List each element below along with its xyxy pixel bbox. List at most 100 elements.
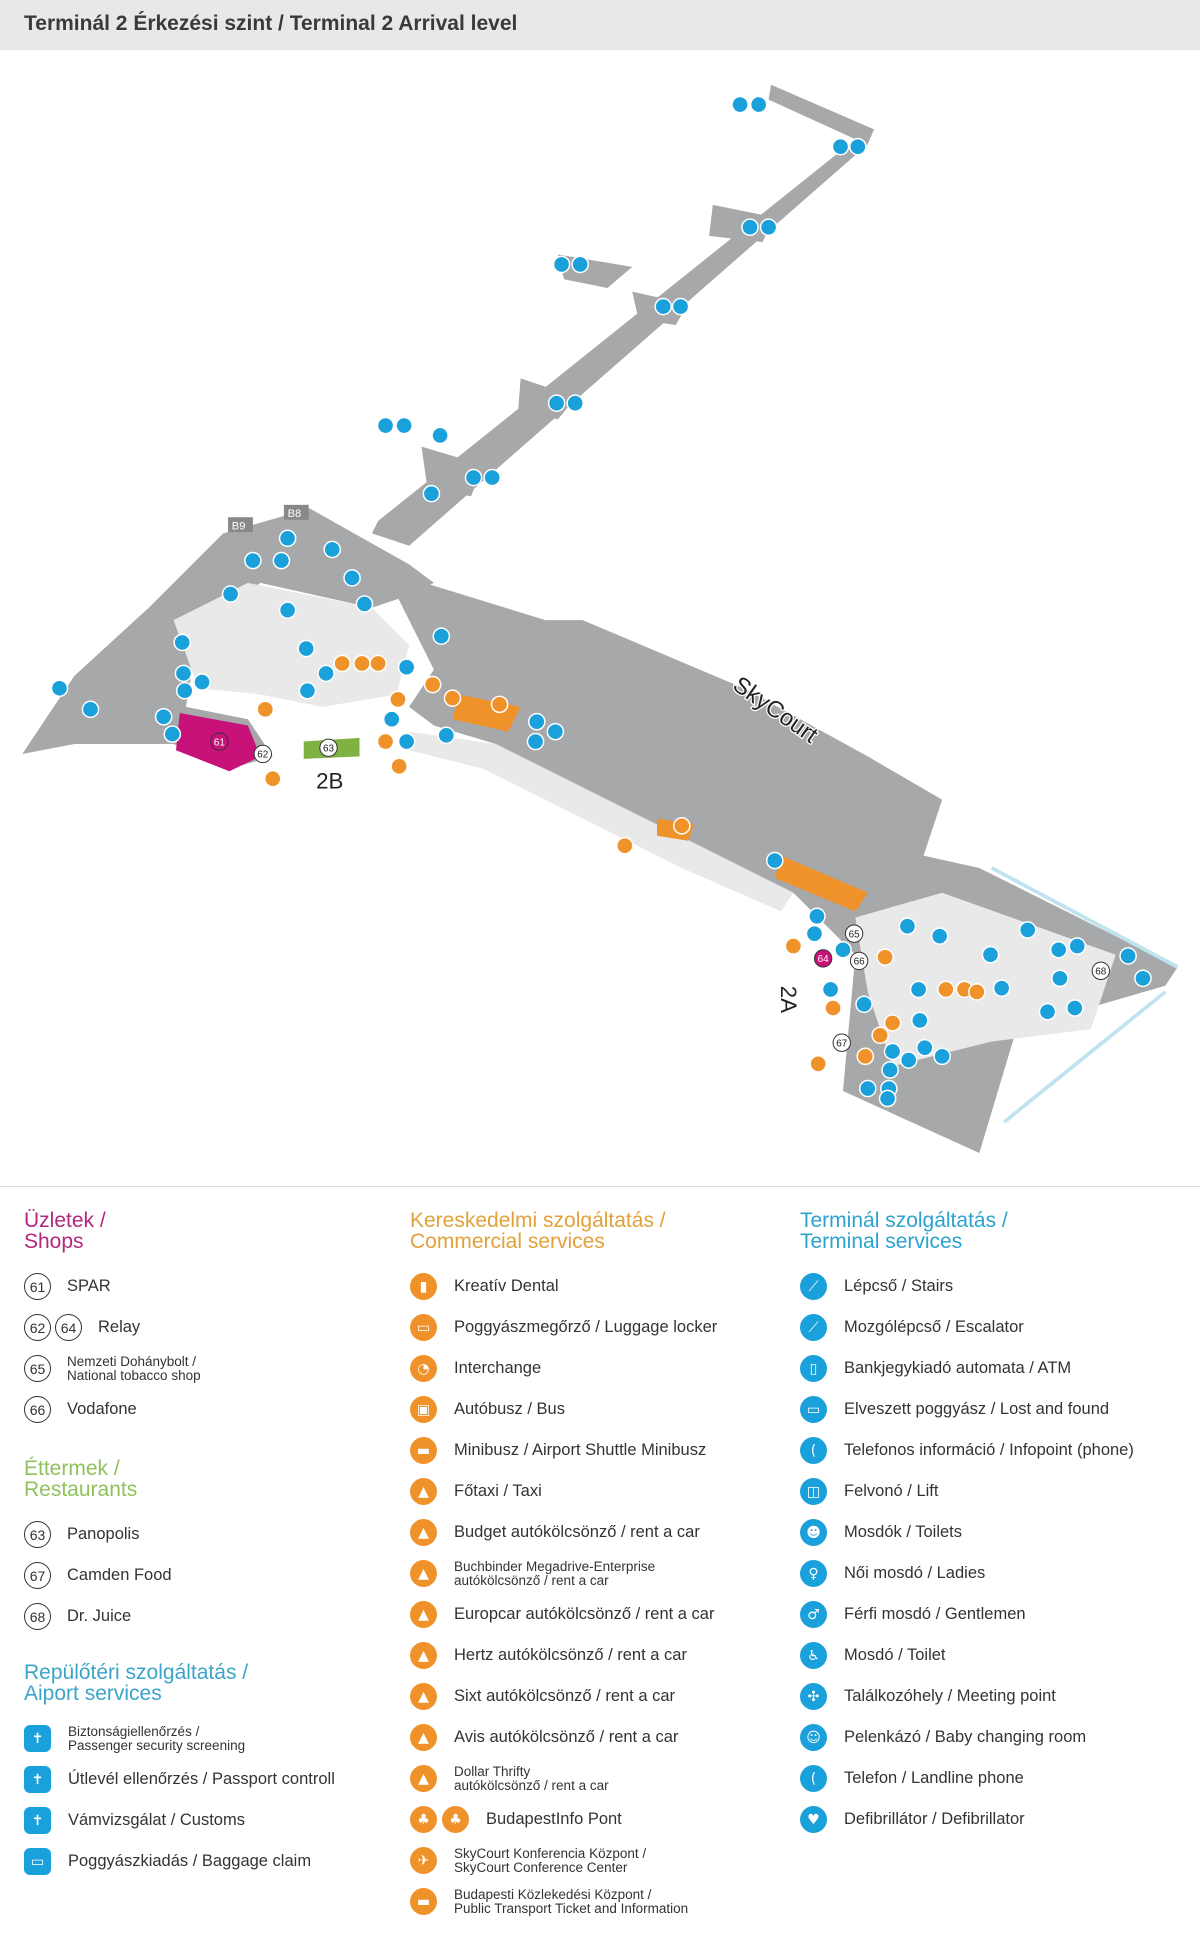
terminal-service-icon[interactable] [552, 255, 571, 274]
commercial-service-icon[interactable] [937, 980, 955, 999]
shop-marker-67[interactable]: 67 [832, 1033, 851, 1052]
terminal-service-icon[interactable] [437, 726, 456, 745]
terminal-service-icon[interactable] [671, 297, 690, 316]
terminal-service-icon[interactable] [808, 907, 826, 926]
commercial-service-icon[interactable] [883, 1014, 902, 1032]
terminal-service-icon[interactable] [1068, 937, 1087, 955]
terminal-service-icon[interactable] [1049, 940, 1068, 959]
commercial-service-icon[interactable] [856, 1047, 875, 1066]
commercial-service-icon[interactable] [673, 817, 691, 835]
terminal-service-icon[interactable] [432, 627, 451, 646]
terminal-service-icon[interactable] [527, 712, 546, 731]
terminal-service-icon[interactable] [849, 137, 867, 156]
shop-marker-64[interactable]: 64 [813, 949, 833, 968]
terminal-service-icon[interactable] [526, 732, 545, 751]
terminal-service-icon[interactable] [933, 1047, 951, 1066]
terminal-service-icon[interactable] [765, 851, 784, 870]
terminal-service-icon[interactable] [858, 1079, 877, 1098]
terminal-service-icon[interactable] [297, 639, 316, 658]
terminal-service-icon[interactable] [915, 1038, 934, 1057]
terminal-service-icon[interactable] [376, 416, 395, 435]
terminal-service-icon[interactable] [930, 927, 949, 945]
terminal-service-icon[interactable] [759, 218, 778, 237]
terminal-service-icon[interactable] [175, 681, 194, 700]
terminal-service-icon[interactable] [317, 664, 335, 683]
commercial-service-icon[interactable] [389, 690, 407, 709]
terminal-service-icon[interactable] [464, 468, 483, 487]
terminal-service-icon[interactable] [278, 601, 297, 619]
commercial-service-icon[interactable] [615, 836, 634, 855]
terminal-service-icon[interactable] [831, 137, 850, 156]
terminal-service-icon[interactable] [741, 218, 759, 237]
terminal-service-icon[interactable] [821, 980, 840, 999]
commercial-service-icon[interactable] [443, 689, 462, 707]
terminal-service-icon[interactable] [397, 732, 416, 751]
commercial-service-icon[interactable] [376, 732, 395, 751]
terminal-service-icon[interactable] [883, 1042, 902, 1061]
terminal-service-icon[interactable] [272, 551, 291, 570]
terminal-service-icon[interactable] [483, 468, 501, 487]
terminal-service-icon[interactable] [1134, 969, 1152, 988]
commercial-service-icon[interactable] [353, 654, 371, 673]
terminal-service-icon[interactable] [899, 1051, 918, 1069]
terminal-service-icon[interactable] [1051, 969, 1069, 988]
terminal-service-icon[interactable] [395, 416, 413, 435]
terminal-service-icon[interactable] [397, 658, 416, 676]
terminal-service-icon[interactable] [343, 569, 361, 587]
shop-marker-62[interactable]: 62 [253, 744, 272, 764]
terminal-service-icon[interactable] [422, 484, 441, 503]
terminal-service-icon[interactable] [163, 725, 182, 743]
terminal-service-icon[interactable] [834, 940, 852, 959]
terminal-service-icon[interactable] [654, 297, 673, 316]
terminal-service-icon[interactable] [1119, 947, 1137, 965]
commercial-service-icon[interactable] [333, 654, 351, 673]
terminal-service-icon[interactable] [878, 1089, 897, 1108]
shop-marker-68[interactable]: 68 [1091, 961, 1110, 981]
terminal-service-icon[interactable] [749, 95, 768, 114]
commercial-service-icon[interactable] [968, 983, 986, 1001]
terminal-service-icon[interactable] [981, 945, 1000, 964]
commercial-service-icon[interactable] [490, 695, 509, 714]
terminal-service-icon[interactable] [174, 664, 193, 683]
shop-marker-63[interactable]: 63 [319, 738, 338, 757]
terminal-service-icon[interactable] [1065, 999, 1084, 1017]
commercial-service-icon[interactable] [824, 999, 842, 1017]
terminal-service-icon[interactable] [911, 1011, 929, 1030]
terminal-service-icon[interactable] [805, 924, 824, 943]
terminal-service-icon[interactable] [298, 681, 317, 700]
terminal-service-icon[interactable] [173, 633, 192, 652]
terminal-service-icon[interactable] [81, 700, 100, 719]
commercial-service-icon[interactable] [876, 948, 894, 966]
terminal-service-icon[interactable] [909, 980, 928, 999]
commercial-service-icon[interactable] [423, 675, 442, 694]
commercial-service-icon[interactable] [256, 700, 275, 719]
terminal-service-icon[interactable] [278, 529, 297, 548]
terminal-service-icon[interactable] [221, 585, 240, 603]
terminal-service-icon[interactable] [881, 1061, 899, 1079]
shop-marker-61[interactable]: 61 [210, 732, 229, 751]
commercial-service-icon[interactable] [369, 654, 387, 673]
terminal-service-icon[interactable] [244, 551, 262, 570]
terminal-service-icon[interactable] [731, 95, 749, 114]
terminal-service-icon[interactable] [571, 255, 589, 274]
terminal-service-icon[interactable] [898, 917, 917, 936]
terminal-service-icon[interactable] [50, 679, 69, 698]
terminal-service-icon[interactable] [546, 722, 565, 741]
terminal-service-icon[interactable] [431, 426, 449, 445]
commercial-service-icon[interactable] [263, 769, 282, 788]
shop-marker-65[interactable]: 65 [844, 924, 864, 943]
commercial-service-icon[interactable] [809, 1054, 827, 1073]
terminal-service-icon[interactable] [323, 540, 342, 559]
terminal-service-icon[interactable] [566, 394, 585, 413]
terminal-service-icon[interactable] [382, 710, 401, 729]
commercial-service-icon[interactable] [784, 937, 803, 955]
shop-marker-66[interactable]: 66 [849, 951, 869, 971]
terminal-service-icon[interactable] [992, 979, 1011, 997]
terminal-service-icon[interactable] [855, 995, 873, 1014]
terminal-service-icon[interactable] [1038, 1002, 1057, 1021]
terminal-service-icon[interactable] [547, 394, 566, 413]
terminal-service-icon[interactable] [1018, 921, 1037, 939]
terminal-service-icon[interactable] [355, 595, 374, 613]
terminal-service-icon[interactable] [193, 673, 211, 691]
